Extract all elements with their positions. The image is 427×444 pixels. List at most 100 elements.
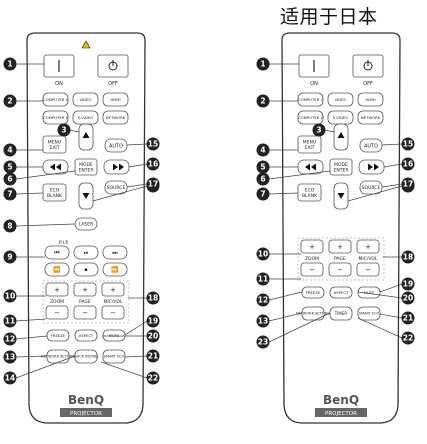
freeze-button[interactable]: FREEZE [301, 286, 325, 299]
media-button-5[interactable]: ⏹ [73, 262, 99, 277]
media-button-1-label: ⏮ [54, 250, 60, 257]
up-arrow-button[interactable] [333, 123, 349, 151]
callout-n3-leader [69, 129, 80, 133]
up-arrow-button[interactable] [78, 123, 94, 151]
up-arrow-icon [337, 132, 345, 138]
source-computer-2-button[interactable]: COMPUTER 2 [42, 110, 69, 125]
rocker-mic-vol-plus-button[interactable]: + [356, 239, 380, 254]
source-hdmi-button[interactable]: HDMI [357, 92, 384, 107]
callout-n16-number: 16 [148, 160, 158, 169]
aspect-button[interactable]: ASPECT [74, 329, 98, 342]
mode-enter-button-shape [329, 158, 353, 176]
smart-eco-button[interactable]: SMART ECO [102, 349, 126, 364]
source-video-button[interactable]: VIDEO [72, 92, 99, 107]
rocker-page-minus-button-shape [328, 262, 352, 277]
source-network-button-shape [102, 110, 129, 125]
rocker-zoom-plus-button[interactable]: + [45, 282, 69, 297]
power-off-button[interactable] [97, 54, 129, 78]
source-s-video-button[interactable]: S-VIDEO [72, 110, 99, 125]
source-button-shape [359, 180, 383, 195]
callout-n19-badge [401, 277, 415, 291]
power-off-button[interactable] [352, 54, 384, 78]
rocker-zoom-label: ZOOM [50, 299, 64, 305]
source-hdmi-button[interactable]: HDMI [102, 92, 129, 107]
right-arrow-button[interactable] [358, 159, 385, 175]
left-arrow-icon [50, 163, 55, 171]
source-button[interactable]: SOURCE [104, 180, 128, 195]
media-button-4[interactable]: ⏪ [44, 262, 70, 277]
media-button-6[interactable]: ⏩ [102, 262, 128, 277]
power-on-button[interactable] [298, 54, 330, 78]
source-s-video-button[interactable]: S-VIDEO [327, 110, 354, 125]
rocker-mic-vol-minus-button[interactable]: − [101, 305, 125, 320]
callout-n16-number: 16 [403, 160, 413, 169]
callout-n1-number: 1 [7, 60, 12, 69]
auto-button[interactable]: AUTO [104, 138, 128, 153]
freeze-button[interactable]: FREEZE [46, 329, 70, 342]
power-on-button[interactable] [43, 54, 75, 78]
laser-button[interactable]: LASER [74, 217, 98, 231]
timer-button[interactable]: TIMER [329, 306, 353, 321]
rocker-page-minus-button-label: − [82, 309, 88, 317]
rocker-page-plus-button-label: + [337, 243, 343, 251]
aspect-button[interactable]: ASPECT [329, 286, 353, 299]
left-arrow-button[interactable] [42, 159, 69, 175]
media-button-3[interactable]: ⏭ [102, 245, 128, 260]
callout-n23-badge [256, 335, 270, 349]
callout-n21-number: 21 [148, 352, 158, 361]
source-computer-2-button[interactable]: COMPUTER 2 [297, 110, 324, 125]
rocker-page-minus-button[interactable]: − [328, 262, 352, 277]
network-setting-button-label: NETWORK SETTING [296, 312, 330, 316]
source-network-button[interactable]: NETWORK [102, 110, 129, 125]
network-setting-button[interactable]: NETWORK SETTING [296, 306, 330, 321]
source-computer-2-button-label: COMPUTER 2 [298, 115, 324, 120]
down-arrow-button[interactable] [78, 182, 94, 210]
source-computer-1-button[interactable]: COMPUTER 1 [297, 92, 324, 107]
auto-button-shape [359, 138, 383, 153]
source-computer-1-button[interactable]: COMPUTER 1 [42, 92, 69, 107]
callout-n18-number: 18 [403, 253, 413, 262]
callout-n11-number: 11 [258, 275, 268, 284]
rocker-zoom-minus-button[interactable]: − [45, 305, 69, 320]
mute-button[interactable]: MUTE [102, 329, 126, 342]
callout-n19-number: 19 [403, 280, 413, 289]
callout-n3-leader [347, 185, 403, 202]
source-network-button[interactable]: NETWORK [357, 110, 384, 125]
quick-install-button[interactable]: QUICK INSTALL [73, 349, 99, 364]
rocker-page-minus-button[interactable]: − [73, 305, 97, 320]
auto-button[interactable]: AUTO [359, 138, 383, 153]
rocker-mic-vol-minus-button[interactable]: − [356, 262, 380, 277]
rocker-page-plus-button[interactable]: + [73, 282, 97, 297]
callout-n23-number: 23 [258, 338, 268, 347]
left-arrow-button[interactable] [297, 159, 324, 175]
rocker-page-plus-button[interactable]: + [328, 239, 352, 254]
auto-button-label: AUTO [109, 143, 123, 149]
media-button-2[interactable]: ⏯ [73, 245, 99, 260]
mute-button-shape [357, 286, 381, 299]
mute-button[interactable]: MUTE [357, 286, 381, 299]
mute-button-shape [102, 329, 126, 342]
network-setting-button-shape [301, 306, 325, 321]
down-arrow-button[interactable] [333, 182, 349, 210]
source-button[interactable]: SOURCE [359, 180, 383, 195]
smart-eco-button[interactable]: SMART ECO [357, 306, 381, 321]
laser-button-label: LASER [79, 222, 94, 228]
source-video-button[interactable]: VIDEO [327, 92, 354, 107]
media-button-1[interactable]: ⏮ [44, 245, 70, 260]
rocker-zoom-minus-button-shape [45, 305, 69, 320]
rocker-mic-vol-plus-button[interactable]: + [101, 282, 125, 297]
rocker-zoom-plus-button[interactable]: + [300, 239, 324, 254]
callout-n3-leader [324, 129, 335, 133]
rocker-zoom-minus-button[interactable]: − [300, 262, 324, 277]
right-arrow-button[interactable] [103, 159, 130, 175]
mute-button-label: MUTE [364, 290, 375, 295]
source-button-shape [104, 180, 128, 195]
network-setting-button[interactable]: NETWORK SETTING [41, 349, 75, 364]
